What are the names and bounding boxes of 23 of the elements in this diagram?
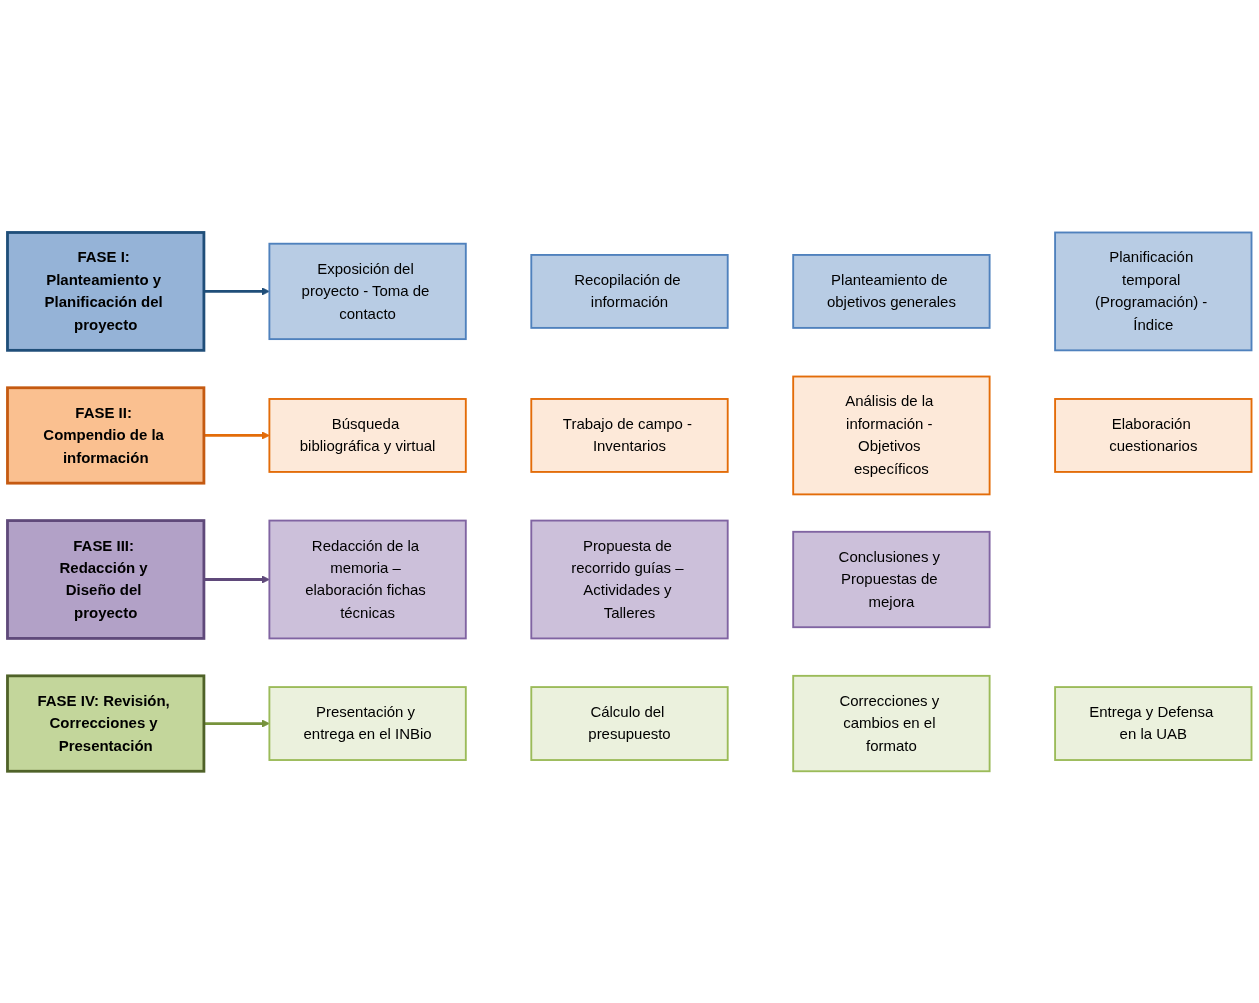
- node-box: Recopilación de información: [530, 253, 729, 329]
- node-box: Planificación temporal (Programación) - Índice: [1054, 231, 1253, 351]
- node-box: Correcciones y cambios en el formato: [792, 674, 991, 772]
- node-box: Búsqueda bibliográfica y virtual: [268, 397, 467, 473]
- node-box: FASE IV: Revisión, Correcciones y Presentación: [6, 674, 206, 773]
- arrow: [203, 286, 270, 296]
- node-box: FASE II: Compendio de la información: [6, 385, 206, 485]
- arrow: [203, 719, 270, 728]
- node-box: Elaboración cuestionarios: [1054, 397, 1253, 473]
- node-box: Exposición del proyecto - Toma de contacto: [268, 242, 467, 340]
- node-box: Redacción de la memoria – elaboración fichas técnicas: [268, 519, 467, 639]
- node-box: Trabajo de campo - Inventarios: [530, 397, 729, 473]
- node-box: Conclusiones y Propuestas de mejora: [792, 530, 991, 628]
- node-box: Presentación y entrega en el INBio: [268, 685, 467, 761]
- node-box: Propuesta de recorrido guías – Actividades y Talleres: [530, 519, 729, 639]
- arrow: [203, 575, 270, 584]
- node-box: Análisis de la información - Objetivos específicos: [792, 375, 991, 495]
- arrow: [203, 430, 270, 440]
- node-box: Cálculo del presupuesto: [530, 685, 729, 761]
- node-box: FASE I: Planteamiento y Planificación del proyecto: [6, 230, 206, 352]
- node-box: Entrega y Defensa en la UAB: [1054, 685, 1253, 761]
- node-box: FASE III: Redacción y Diseño del proyecto: [6, 518, 206, 640]
- node-box: Planteamiento de objetivos generales: [792, 253, 991, 329]
